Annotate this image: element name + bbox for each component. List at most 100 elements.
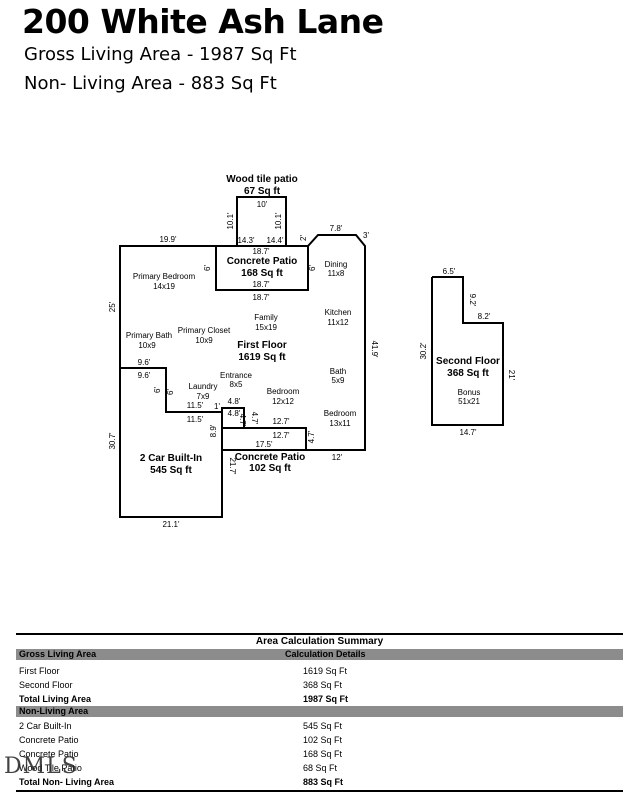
row-label: Concrete Patio	[19, 735, 79, 745]
dim-label: 7.8'	[330, 224, 343, 233]
row-value: 102 Sq Ft	[303, 735, 343, 745]
dim-label: 14.4'	[266, 236, 284, 245]
garage-area: 545 Sq ft	[150, 465, 192, 476]
dim-label: 4.7'	[250, 412, 259, 425]
concrete-patio-bottom-outline	[221, 427, 307, 451]
room-bedroom-mid: Bedroom	[267, 387, 300, 396]
room-bedroom-right-size: 13x11	[329, 419, 351, 428]
dim-label: 21.7'	[228, 457, 237, 475]
row-value: 368 Sq Ft	[303, 680, 343, 690]
dim-label: 12.7'	[272, 431, 290, 440]
room-bath: Bath	[330, 367, 346, 376]
room-family: Family	[254, 313, 278, 322]
room-primary-bath: Primary Bath	[126, 331, 172, 340]
dim-label: 30.7'	[108, 432, 117, 450]
room-primary-bedroom-size: 14x19	[153, 282, 175, 291]
dim-label: 8.9'	[209, 424, 218, 437]
row-label: First Floor	[19, 666, 60, 676]
dim-label: 14.7'	[459, 428, 477, 437]
second-floor-name: Second Floor	[436, 356, 500, 367]
summary-total-row: Total Living Area 1987 Sq Ft	[16, 692, 623, 706]
room-bonus: Bonus	[458, 388, 481, 397]
divider	[16, 790, 623, 792]
summary-row: Concrete Patio 102 Sq Ft	[16, 733, 623, 747]
room-dining-size: 11x8	[328, 269, 345, 278]
dim-label: 14.3'	[237, 236, 255, 245]
summary-row: First Floor 1619 Sq Ft	[16, 664, 623, 678]
gross-living-header: Gross Living Area Calculation Details	[16, 649, 623, 660]
dim-label: 10'	[257, 200, 268, 209]
row-label: Total Living Area	[19, 694, 92, 704]
dim-label: 9.2'	[468, 294, 477, 307]
room-bath-size: 5x9	[332, 376, 345, 385]
room-entrance-size: 8x5	[230, 380, 243, 389]
dim-label: 4.7'	[307, 430, 316, 443]
room-primary-closet: Primary Closet	[178, 326, 231, 335]
summary-total-row: Total Non- Living Area 883 Sq Ft	[16, 775, 623, 789]
calculation-details-header: Calculation Details	[285, 649, 366, 659]
divider	[16, 633, 623, 635]
dim-label: 4.8'	[228, 397, 241, 406]
room-entrance: Entrance	[220, 371, 253, 380]
concrete-patio-top-area: 168 Sq ft	[241, 268, 283, 279]
concrete-patio-bottom-name: Concrete Patio	[235, 452, 306, 463]
property-address: 200 White Ash Lane	[22, 2, 384, 41]
dim-label: 1'	[214, 402, 220, 411]
row-value: 168 Sq Ft	[303, 749, 343, 759]
second-floor-outline	[431, 276, 504, 426]
dim-label: 30.2'	[419, 342, 428, 360]
gross-living-area-text: Gross Living Area - 1987 Sq Ft	[24, 44, 297, 65]
dim-label: 21'	[507, 370, 516, 381]
dim-label: 12'	[332, 453, 343, 462]
dim-label: 11.5'	[187, 415, 204, 424]
dim-label: 41.9'	[370, 340, 379, 358]
room-family-size: 15x19	[255, 323, 277, 332]
dim-label: 4.8'	[228, 409, 241, 418]
dim-label: 3'	[363, 231, 369, 240]
dim-label: 4.7'	[238, 414, 247, 427]
gross-living-header-label: Gross Living Area	[19, 649, 97, 659]
concrete-patio-bottom-area: 102 Sq ft	[249, 463, 291, 474]
non-living-area-text: Non- Living Area - 883 Sq Ft	[24, 73, 277, 94]
room-primary-closet-size: 10x9	[195, 336, 213, 345]
room-bedroom-right: Bedroom	[324, 409, 357, 418]
room-kitchen: Kitchen	[325, 308, 352, 317]
dim-label: 9.6'	[138, 371, 151, 380]
row-value: 883 Sq Ft	[303, 777, 344, 787]
room-primary-bedroom: Primary Bedroom	[133, 272, 196, 281]
dim-label: 18.7'	[252, 247, 270, 256]
room-kitchen-size: 11x12	[327, 318, 349, 327]
room-laundry-size: 7x9	[197, 392, 210, 401]
summary-row: Wood Tile Patio 68 Sq Ft	[16, 761, 623, 775]
room-bedroom-mid-size: 12x12	[272, 397, 294, 406]
floor-plan: Wood tile patio 67 Sq ft Concrete Patio …	[108, 174, 516, 529]
dim-label: 6.5'	[443, 267, 456, 276]
dim-label: 10.1'	[226, 212, 235, 230]
dim-label: 10.1'	[274, 212, 283, 230]
dim-label: 21.1'	[162, 520, 180, 529]
dim-label: 25'	[108, 301, 117, 312]
row-value: 1619 Sq Ft	[303, 666, 348, 676]
dim-label: 6'	[166, 389, 175, 395]
room-dining: Dining	[325, 260, 348, 269]
dim-label: 6'	[153, 387, 162, 393]
wood-patio-area: 67 Sq ft	[244, 186, 281, 197]
summary-row: 2 Car Built-In 545 Sq Ft	[16, 719, 623, 733]
non-living-header: Non-Living Area	[16, 706, 623, 717]
summary-title: Area Calculation Summary	[255, 636, 384, 647]
dmls-watermark: DMLS	[4, 754, 78, 779]
concrete-patio-top-outline	[215, 245, 309, 291]
dim-label: 9.6'	[138, 358, 151, 367]
wood-patio-name: Wood tile patio	[226, 174, 297, 185]
dim-label: 2'	[299, 235, 308, 241]
row-label: 2 Car Built-In	[19, 721, 72, 731]
dim-label: 6'	[308, 265, 317, 271]
row-value: 68 Sq Ft	[303, 763, 338, 773]
dim-label: 18.7'	[252, 293, 270, 302]
area-calculation-summary: Area Calculation Summary Gross Living Ar…	[16, 633, 623, 792]
room-primary-bath-size: 10x9	[138, 341, 156, 350]
room-bonus-size: 51x21	[458, 397, 480, 406]
first-floor-name: First Floor	[237, 340, 287, 351]
dim-label: 12.7'	[272, 417, 290, 426]
dim-label: 11.5'	[187, 401, 204, 410]
